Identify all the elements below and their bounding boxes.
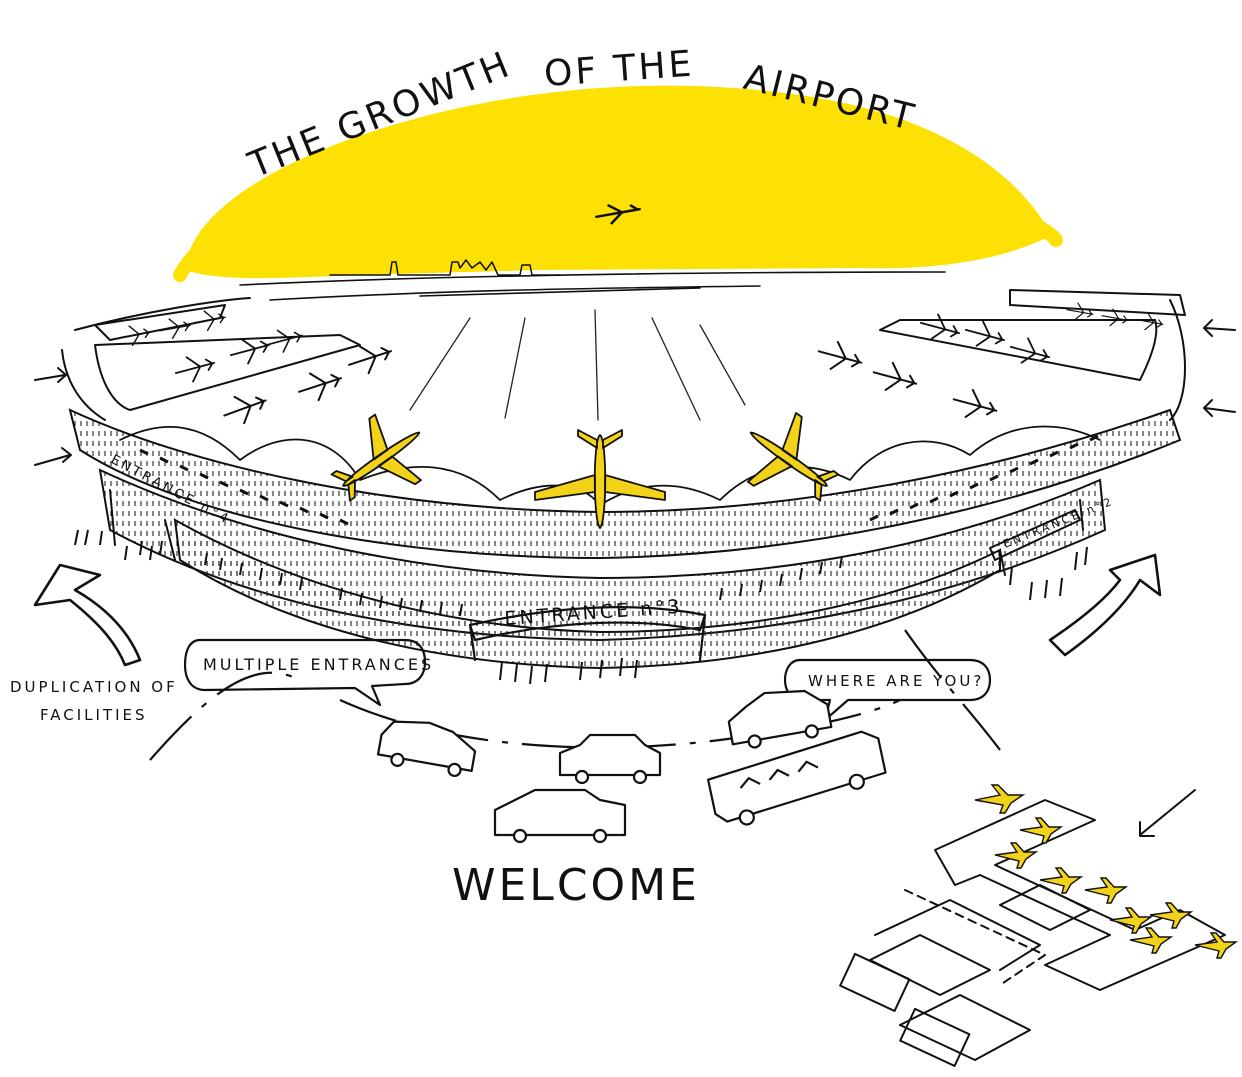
duplication-note: DUPLICATION OF FACILITIES — [10, 678, 178, 724]
welcome-text: WELCOME — [452, 860, 700, 911]
arrow-right-curved-icon — [1048, 553, 1162, 657]
arrow-left-curved-icon — [33, 563, 142, 667]
car-icon — [558, 733, 662, 785]
vehicles — [376, 689, 887, 844]
crowds — [74, 529, 1088, 685]
city-skyline — [329, 259, 561, 276]
yellow-plane-center-icon — [534, 429, 666, 529]
bus-icon — [707, 730, 887, 826]
terminal-building — [61, 289, 1186, 670]
car-icon — [493, 788, 627, 844]
plan-diagram — [839, 799, 1226, 1067]
yellow-plane-right-icon — [746, 412, 840, 502]
window-row — [139, 434, 1099, 526]
yellow-planes — [330, 412, 840, 529]
side-arrows — [34, 319, 1236, 837]
sun-shape — [173, 85, 1063, 282]
multiple-entrances-text: MULTIPLE ENTRANCES — [203, 655, 434, 674]
duplication-line-2: FACILITIES — [40, 706, 148, 724]
yellow-plane-left-icon — [330, 413, 422, 502]
plan-parking-icon — [899, 1007, 971, 1067]
flying-plane-icon — [595, 204, 641, 225]
car-icon — [727, 689, 833, 749]
plan-yellow-planes — [974, 784, 1239, 959]
where-are-you-bubble: WHERE ARE YOU? — [783, 658, 992, 722]
duplication-line-1: DUPLICATION OF — [10, 678, 178, 696]
car-icon — [376, 720, 477, 778]
plan-parking-icon — [839, 952, 911, 1012]
multiple-entrances-bubble: MULTIPLE ENTRANCES — [183, 638, 434, 707]
where-are-you-text: WHERE ARE YOU? — [808, 672, 984, 690]
runway — [239, 271, 946, 301]
